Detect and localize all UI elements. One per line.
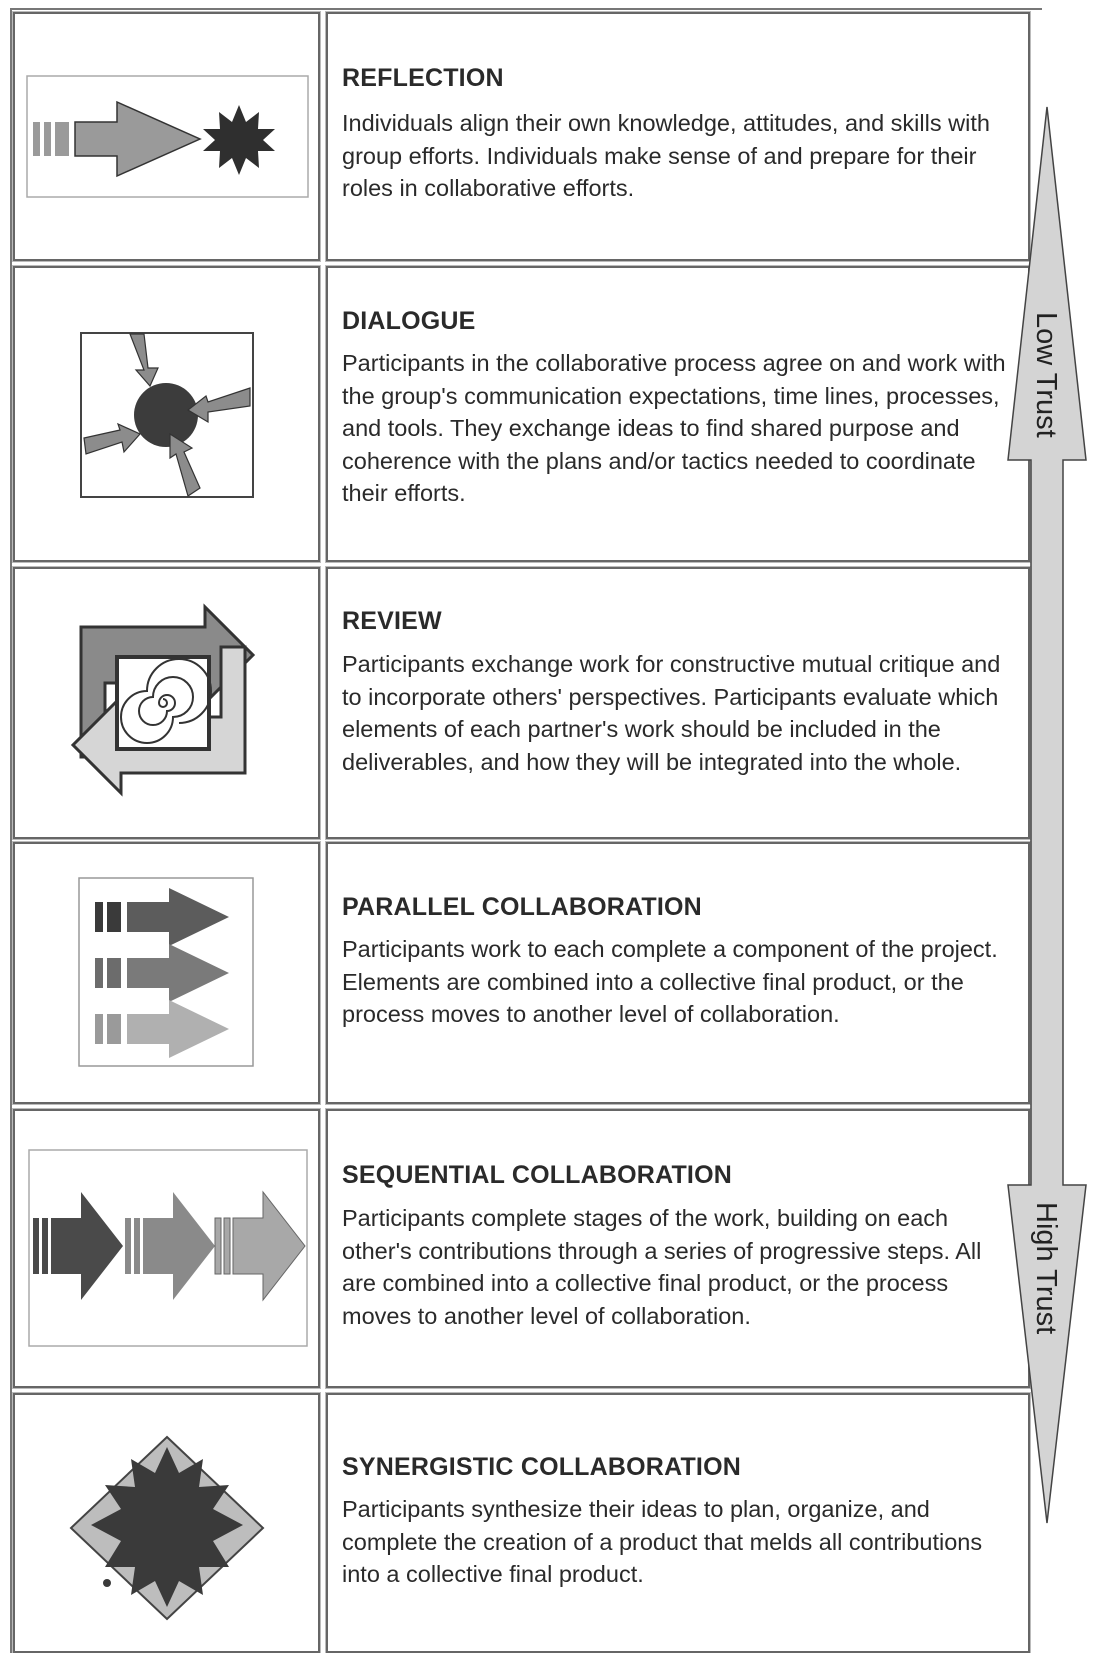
text-cell: DIALOGUE Participants in the collaborati… — [326, 266, 1030, 562]
stage-row-synergistic: SYNERGISTIC COLLABORATION Participants s… — [13, 1393, 1030, 1653]
stage-description: Participants complete stages of the work… — [342, 1205, 982, 1329]
low-trust-label: Low Trust — [1030, 312, 1062, 438]
stage-title: PARALLEL COLLABORATION — [342, 893, 702, 921]
sequential-arrows-icon — [27, 1148, 309, 1348]
stage-description: Participants in the collaborative proces… — [342, 350, 1006, 506]
stage-title: REVIEW — [342, 607, 442, 635]
converging-arrows-icon — [78, 330, 256, 500]
icon-cell — [13, 1393, 320, 1653]
high-trust-label: High Trust — [1030, 1202, 1062, 1335]
text-cell: SEQUENTIAL COLLABORATION Participants co… — [326, 1109, 1030, 1388]
stage-row-parallel: PARALLEL COLLABORATION Participants work… — [13, 842, 1030, 1104]
stage-title: SEQUENTIAL COLLABORATION — [342, 1161, 732, 1189]
trust-scale-arrow — [1007, 106, 1087, 1524]
icon-cell — [13, 266, 320, 562]
text-cell: REFLECTION Individuals align their own k… — [326, 12, 1030, 261]
stage-title: REFLECTION — [342, 64, 504, 92]
parallel-arrows-icon — [77, 876, 255, 1068]
stage-title: SYNERGISTIC COLLABORATION — [342, 1453, 741, 1481]
stage-row-reflection: REFLECTION Individuals align their own k… — [13, 12, 1030, 261]
stage-title: DIALOGUE — [342, 307, 476, 335]
icon-cell — [13, 842, 320, 1104]
stage-row-dialogue: DIALOGUE Participants in the collaborati… — [13, 266, 1030, 562]
text-cell: PARALLEL COLLABORATION Participants work… — [326, 842, 1030, 1104]
icon-cell — [13, 12, 320, 261]
icon-cell — [13, 1109, 320, 1388]
stage-description: Participants exchange work for construct… — [342, 651, 1001, 775]
stage-description: Individuals align their own knowledge, a… — [342, 110, 990, 201]
stage-row-review: REVIEW Participants exchange work for co… — [13, 567, 1030, 839]
icon-cell — [13, 567, 320, 839]
arrow-to-star-icon — [25, 74, 310, 199]
spiral-arrows-icon — [55, 597, 270, 807]
diagram-frame — [10, 8, 1042, 1653]
text-cell: REVIEW Participants exchange work for co… — [326, 567, 1030, 839]
stage-row-sequential: SEQUENTIAL COLLABORATION Participants co… — [13, 1109, 1030, 1388]
text-cell: SYNERGISTIC COLLABORATION Participants s… — [326, 1393, 1030, 1653]
stage-description: Participants work to each complete a com… — [342, 936, 998, 1027]
stage-description: Participants synthesize their ideas to p… — [342, 1496, 983, 1587]
synergy-star-icon — [67, 1433, 267, 1623]
